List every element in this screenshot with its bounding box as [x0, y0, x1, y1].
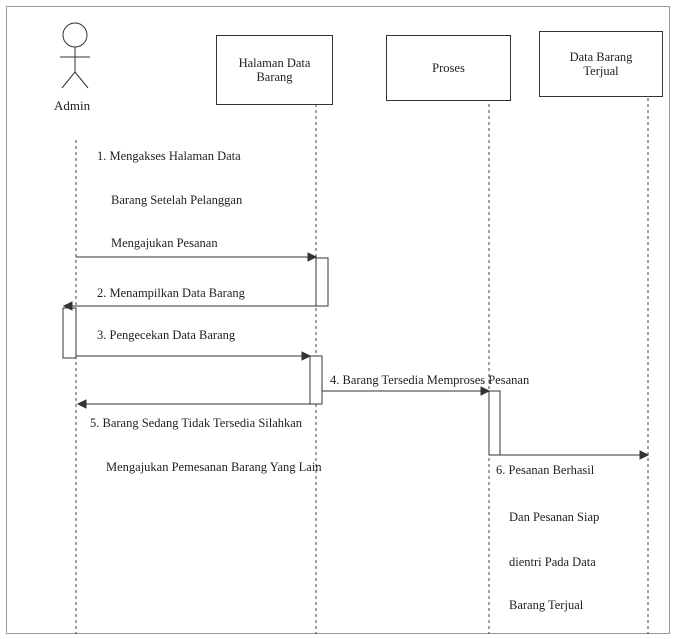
- lifeline-label-halaman: Halaman Data Barang: [238, 56, 311, 84]
- lifeline-label-terjual: Data Barang Terjual: [569, 50, 633, 78]
- lifeline-box-terjual: Data Barang Terjual: [539, 31, 663, 97]
- message-6-line-3: dientri Pada Data: [509, 555, 596, 569]
- activation-admin: [62, 307, 77, 359]
- message-6-line-4: Barang Terjual: [509, 598, 584, 612]
- message-6-line-2: Dan Pesanan Siap: [509, 510, 600, 524]
- message-1-line-2: Barang Setelah Pelanggan: [111, 193, 243, 207]
- diagram-frame: [6, 6, 670, 634]
- message-6-line-1: 6. Pesanan Berhasil: [496, 463, 595, 477]
- message-3: 3. Pengecekan Data Barang: [97, 328, 236, 342]
- message-2: 2. Menampilkan Data Barang: [97, 286, 245, 300]
- message-5-line-1: 5. Barang Sedang Tidak Tersedia Silahkan: [90, 416, 303, 430]
- actor-label: Admin: [54, 98, 91, 113]
- activation-halaman-2: [309, 355, 323, 405]
- message-1-line-1: 1. Mengakses Halaman Data: [97, 149, 241, 163]
- lifeline-box-halaman: Halaman Data Barang: [216, 35, 333, 105]
- actor-icon: [60, 22, 90, 89]
- activation-proses: [488, 390, 501, 456]
- lifeline-box-proses: Proses: [386, 35, 511, 101]
- lifeline-label-proses: Proses: [432, 61, 465, 75]
- activation-halaman-1: [315, 257, 329, 307]
- message-4: 4. Barang Tersedia Memproses Pesanan: [330, 373, 530, 387]
- message-1-line-3: Mengajukan Pesanan: [111, 236, 218, 250]
- message-5-line-2: Mengajukan Pemesanan Barang Yang Lain: [106, 460, 322, 474]
